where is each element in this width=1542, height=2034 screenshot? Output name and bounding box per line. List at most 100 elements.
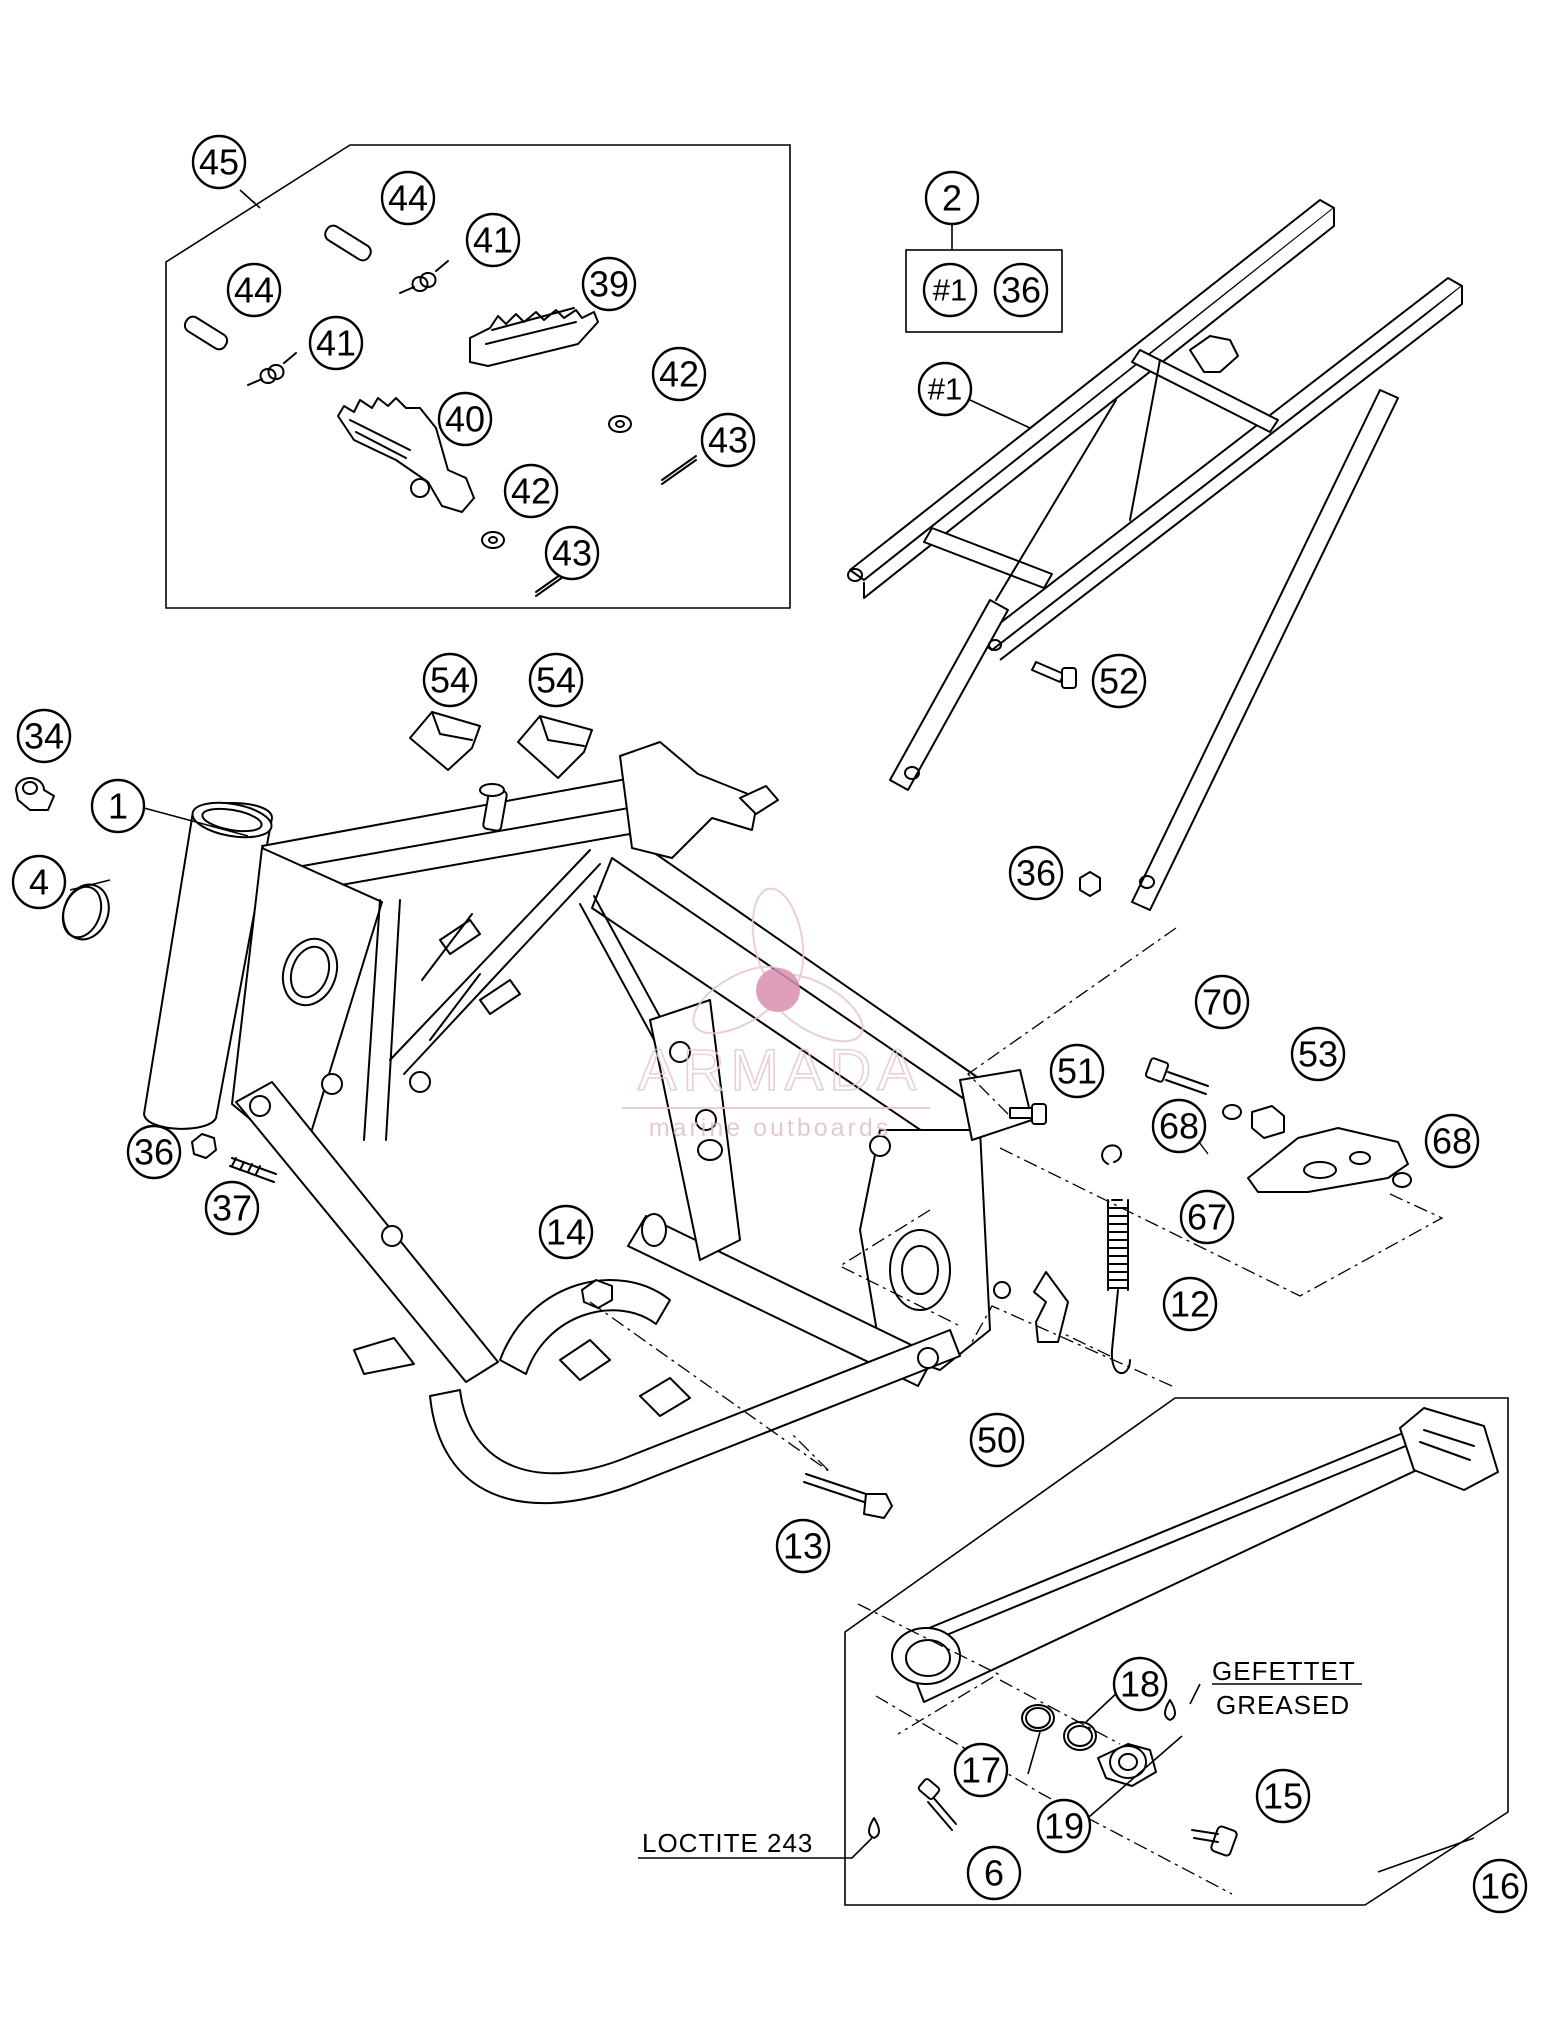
svg-text:52: 52 — [1099, 661, 1139, 702]
callout-15: 15 — [1255, 1768, 1311, 1824]
callout-67: 67 — [1179, 1189, 1235, 1245]
callout-14: 14 — [538, 1204, 594, 1260]
watermark-brand: ARMADA — [638, 1038, 922, 1103]
svg-text:4: 4 — [29, 862, 49, 903]
callout-51: 51 — [1049, 1043, 1105, 1099]
propeller-logo-icon — [692, 887, 864, 1043]
svg-text:19: 19 — [1044, 1806, 1084, 1847]
callout-68: 68 — [1151, 1098, 1207, 1154]
callout-39: 39 — [581, 256, 637, 312]
footpeg-parts — [183, 224, 697, 597]
svg-text:#1: #1 — [933, 273, 967, 308]
callout-18: 18 — [1112, 1656, 1168, 1712]
callout-50: 50 — [969, 1412, 1025, 1468]
callout-44: 44 — [226, 262, 282, 318]
callout-4: 4 — [11, 854, 67, 910]
callout-subframe-note: #1 — [922, 262, 978, 318]
svg-text:14: 14 — [546, 1212, 586, 1253]
callout-54: 54 — [528, 652, 584, 708]
callout-36: 36 — [126, 1124, 182, 1180]
right-small-parts — [581, 1057, 1412, 1519]
callout-16: 16 — [1472, 1858, 1528, 1914]
callout-70: 70 — [1194, 974, 1250, 1030]
watermark-tagline: marine outboards — [649, 1114, 892, 1142]
callouts: 45 44 41 39 44 41 42 40 43 42 43 2 #1 36… — [11, 134, 1528, 1914]
callout-12: 12 — [1162, 1276, 1218, 1332]
callout-53: 53 — [1290, 1026, 1346, 1082]
note-greased-de: GEFETTET — [1212, 1656, 1356, 1686]
svg-text:51: 51 — [1057, 1051, 1097, 1092]
svg-text:#1: #1 — [928, 372, 962, 407]
svg-text:15: 15 — [1263, 1776, 1303, 1817]
side-stand-group-box — [844, 1397, 1509, 1906]
subframe — [847, 199, 1463, 911]
svg-text:39: 39 — [589, 264, 629, 305]
callout-6: 6 — [966, 1845, 1022, 1901]
svg-text:16: 16 — [1480, 1866, 1520, 1907]
svg-text:34: 34 — [24, 716, 64, 757]
svg-text:45: 45 — [199, 142, 239, 183]
svg-text:44: 44 — [234, 270, 274, 311]
svg-text:41: 41 — [473, 220, 513, 261]
footpeg-group-box — [165, 144, 791, 609]
svg-text:43: 43 — [708, 420, 748, 461]
svg-text:68: 68 — [1159, 1106, 1199, 1147]
left-small-parts — [15, 777, 277, 1183]
callout-68: 68 — [1424, 1113, 1480, 1169]
main-frame — [143, 741, 1033, 1505]
svg-text:12: 12 — [1170, 1284, 1210, 1325]
callout-13: 13 — [775, 1518, 831, 1574]
svg-text:43: 43 — [552, 533, 592, 574]
callout-52: 52 — [1091, 653, 1147, 709]
callout-42: 42 — [651, 346, 707, 402]
callout-40: 40 — [437, 391, 493, 447]
svg-text:36: 36 — [1016, 853, 1056, 894]
note-greased-en: GREASED — [1216, 1690, 1350, 1720]
svg-text:40: 40 — [445, 399, 485, 440]
svg-text:50: 50 — [977, 1420, 1017, 1461]
svg-text:54: 54 — [536, 660, 576, 701]
svg-text:1: 1 — [108, 786, 128, 827]
leader-lines — [69, 189, 1475, 1873]
svg-text:68: 68 — [1432, 1121, 1472, 1162]
callout-41: 41 — [465, 212, 521, 268]
svg-text:2: 2 — [942, 178, 962, 219]
callout-36: 36 — [1008, 845, 1064, 901]
svg-text:42: 42 — [659, 354, 699, 395]
assembly-lines — [589, 927, 1444, 1895]
svg-text:6: 6 — [984, 1853, 1004, 1894]
svg-text:36: 36 — [134, 1132, 174, 1173]
note-loctite: LOCTITE 243 — [642, 1828, 813, 1858]
svg-text:37: 37 — [212, 1188, 252, 1229]
callout-subframe: #1 — [917, 361, 973, 417]
callout-54: 54 — [422, 652, 478, 708]
svg-text:18: 18 — [1120, 1664, 1160, 1705]
callout-37: 37 — [204, 1180, 260, 1236]
callout-34: 34 — [16, 708, 72, 764]
callout-45: 45 — [191, 134, 247, 190]
callout-44: 44 — [380, 170, 436, 226]
callout-17: 17 — [953, 1742, 1009, 1798]
svg-text:70: 70 — [1202, 982, 1242, 1023]
callout-36-note: 36 — [993, 262, 1049, 318]
subframe-note-box — [905, 249, 1063, 333]
callout-19: 19 — [1036, 1798, 1092, 1854]
frame-caps — [409, 711, 593, 779]
annotations: GEFETTET GREASED LOCTITE 243 — [642, 1656, 1356, 1858]
svg-text:53: 53 — [1298, 1034, 1338, 1075]
svg-text:13: 13 — [783, 1526, 823, 1567]
callout-43: 43 — [700, 412, 756, 468]
callout-1: 1 — [90, 778, 146, 834]
svg-text:41: 41 — [316, 323, 356, 364]
svg-text:44: 44 — [388, 178, 428, 219]
svg-text:54: 54 — [430, 660, 470, 701]
callout-42: 42 — [503, 463, 559, 519]
svg-text:36: 36 — [1001, 270, 1041, 311]
svg-text:67: 67 — [1187, 1197, 1227, 1238]
svg-text:17: 17 — [961, 1750, 1001, 1791]
callout-43: 43 — [544, 525, 600, 581]
armada-watermark: ARMADA marine outboards — [622, 887, 930, 1142]
side-stand — [868, 1407, 1499, 1857]
propeller-hub — [756, 968, 800, 1012]
